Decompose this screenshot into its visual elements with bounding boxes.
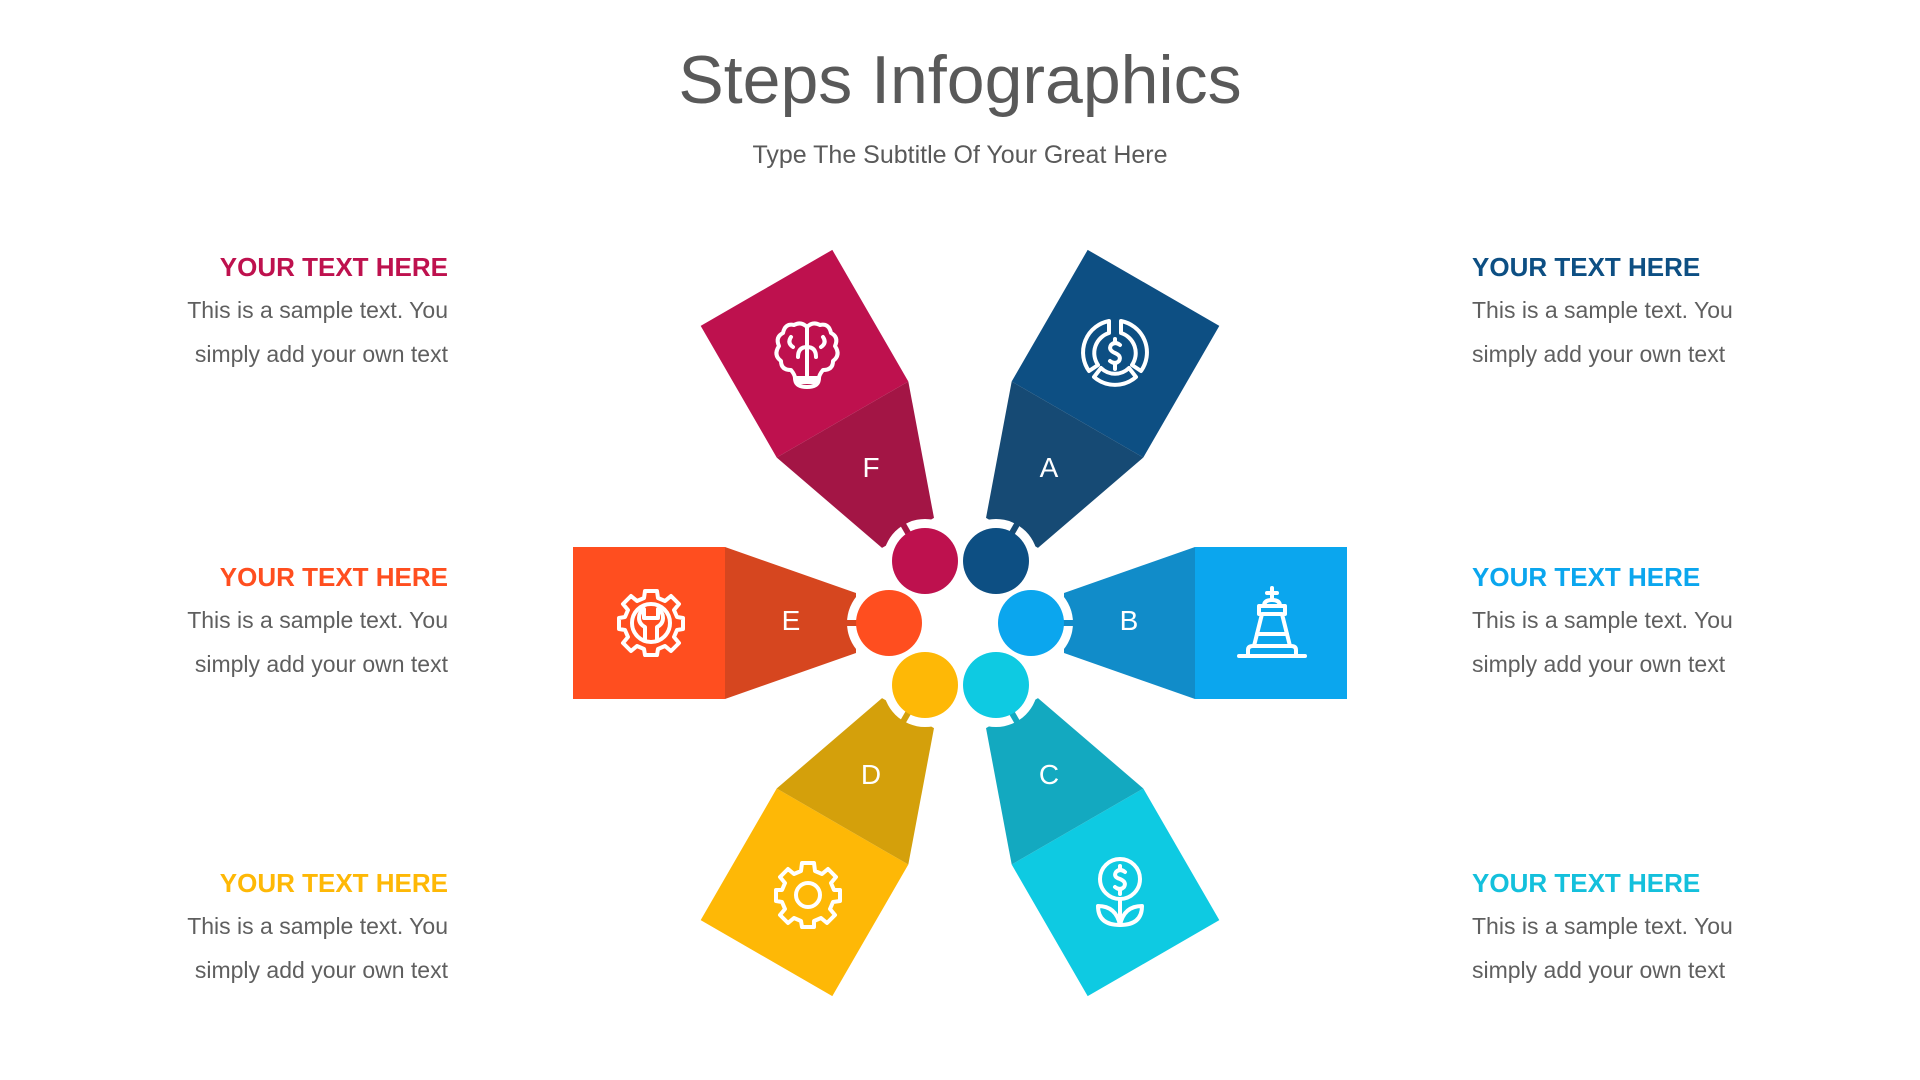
step-letter-c: C: [1039, 759, 1059, 790]
gear-wrench-icon: [617, 589, 685, 657]
step-body-line2: simply add your own text: [194, 957, 448, 983]
text-block-e: YOUR TEXT HERE This is a sample text. Yo…: [88, 562, 448, 686]
step-body-c: This is a sample text. You simply add yo…: [1472, 904, 1832, 992]
brain-bulb-icon: [774, 321, 840, 389]
step-body-line1: This is a sample text. You: [1472, 607, 1733, 633]
step-letter-e: E: [782, 605, 801, 636]
petal-c[interactable]: [946, 675, 1220, 997]
step-body-d: This is a sample text. You simply add yo…: [88, 904, 448, 992]
step-heading-e: YOUR TEXT HERE: [219, 562, 448, 592]
text-block-b: YOUR TEXT HERE This is a sample text. Yo…: [1472, 562, 1832, 686]
step-body-a: This is a sample text. You simply add yo…: [1472, 288, 1832, 376]
step-heading-b: YOUR TEXT HERE: [1472, 562, 1701, 592]
dollar-pie-icon: [1081, 319, 1149, 387]
step-letter-d: D: [861, 759, 881, 790]
step-body-e: This is a sample text. You simply add yo…: [88, 598, 448, 686]
step-heading-d: YOUR TEXT HERE: [219, 868, 448, 898]
step-letter-b: B: [1120, 605, 1139, 636]
step-letter-f: F: [862, 452, 879, 483]
gear-icon: [774, 861, 842, 929]
text-block-c: YOUR TEXT HERE This is a sample text. Yo…: [1472, 868, 1832, 992]
step-body-line1: This is a sample text. You: [187, 913, 448, 939]
step-letter-a: A: [1040, 452, 1059, 483]
hub-circle-f[interactable]: [892, 528, 958, 594]
petal-b[interactable]: [1064, 547, 1347, 699]
step-body-line2: simply add your own text: [194, 651, 448, 677]
step-body-line1: This is a sample text. You: [1472, 913, 1733, 939]
step-body-line2: simply add your own text: [1472, 341, 1726, 367]
text-block-a: YOUR TEXT HERE This is a sample text. Yo…: [1472, 252, 1832, 376]
text-block-f: YOUR TEXT HERE This is a sample text. Yo…: [88, 252, 448, 376]
step-body-line1: This is a sample text. You: [187, 607, 448, 633]
petal-f[interactable]: [700, 249, 974, 571]
step-body-b: This is a sample text. You simply add yo…: [1472, 598, 1832, 686]
petal-d[interactable]: [700, 675, 974, 997]
step-body-line1: This is a sample text. You: [187, 297, 448, 323]
step-body-line2: simply add your own text: [1472, 957, 1726, 983]
step-heading-a: YOUR TEXT HERE: [1472, 252, 1701, 282]
page-subtitle: Type The Subtitle Of Your Great Here: [752, 141, 1168, 169]
step-body-f: This is a sample text. You simply add yo…: [88, 288, 448, 376]
step-heading-c: YOUR TEXT HERE: [1472, 868, 1701, 898]
step-body-line2: simply add your own text: [194, 341, 448, 367]
money-plant-icon: [1096, 857, 1144, 927]
hub-circle-e[interactable]: [856, 590, 922, 656]
hub-circle-d[interactable]: [892, 652, 958, 718]
text-block-d: YOUR TEXT HERE This is a sample text. Yo…: [88, 868, 448, 992]
hub-circle-a[interactable]: [963, 528, 1029, 594]
step-heading-f: YOUR TEXT HERE: [219, 252, 448, 282]
hub-circle-b[interactable]: [998, 590, 1064, 656]
petal-e[interactable]: [573, 547, 856, 699]
step-body-line1: This is a sample text. You: [1472, 297, 1733, 323]
page-title: Steps Infographics: [678, 42, 1242, 118]
hub-circle-c[interactable]: [963, 652, 1029, 718]
step-body-line2: simply add your own text: [1472, 651, 1726, 677]
chess-king-icon: [1237, 586, 1307, 658]
